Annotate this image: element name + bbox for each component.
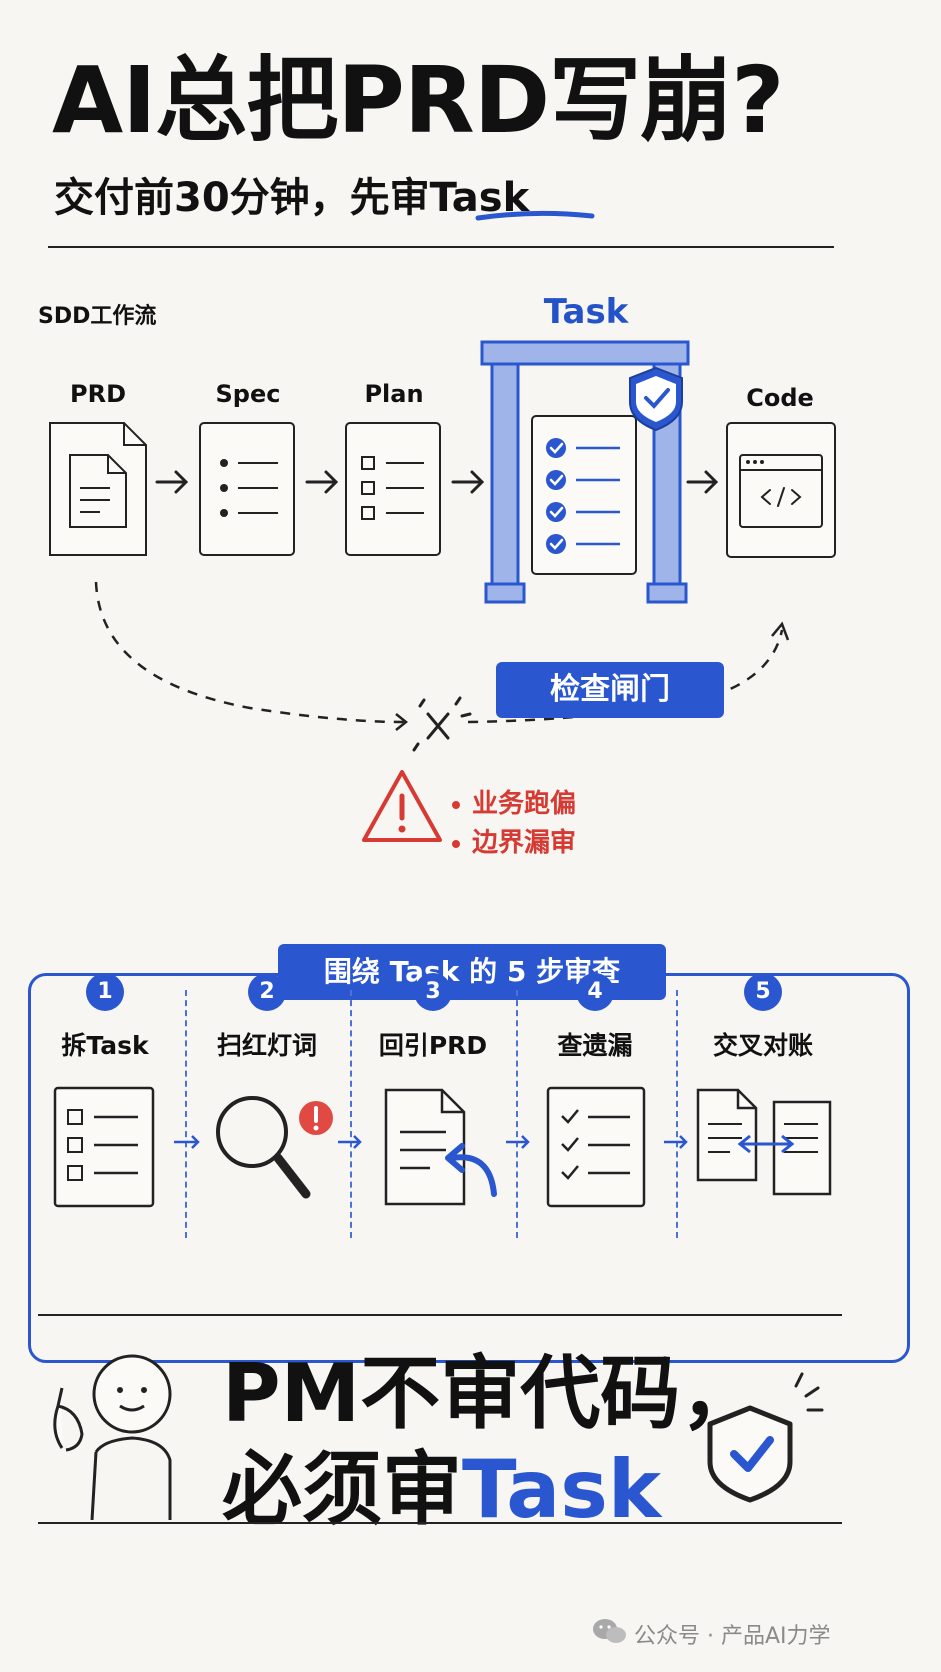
conclusion-line-2: 必须审Task xyxy=(222,1442,661,1538)
page-subtitle: 交付前30分钟，先审Task xyxy=(54,170,529,226)
steps-icons xyxy=(53,1086,832,1208)
step-number-4: 4 xyxy=(576,973,614,1011)
code-window-icon xyxy=(726,422,836,558)
page-title: AI总把PRD写崩? xyxy=(52,47,784,154)
plan-checklist-icon xyxy=(345,422,441,556)
magnifier-icon xyxy=(216,1096,311,1199)
shield-check-large-icon xyxy=(707,1372,824,1503)
step-divider xyxy=(185,990,187,1238)
step-number-5: 5 xyxy=(744,973,782,1011)
subtitle-underline xyxy=(475,210,595,221)
conclusion-line-1: PM不审代码， xyxy=(222,1347,761,1440)
subtitle-text: 交付前30分钟，先审 xyxy=(54,175,430,221)
task-gate-frame xyxy=(480,340,690,604)
step-divider xyxy=(516,990,518,1238)
risk-text-1: 业务跑偏 xyxy=(472,789,577,819)
risk-item-1: 业务跑偏 xyxy=(452,783,576,820)
step-arrows xyxy=(174,1135,688,1149)
node-label-plan: Plan xyxy=(364,380,424,408)
wechat-icon xyxy=(593,1619,626,1643)
node-label-prd: PRD xyxy=(70,380,126,408)
cross-check-icon xyxy=(696,1088,832,1196)
arrow-prd-spec xyxy=(155,470,189,494)
task-breakdown-icon xyxy=(53,1086,155,1208)
gate-badge: 检查闸门 xyxy=(496,662,724,718)
risk-text-2: 边界漏审 xyxy=(472,828,577,858)
workflow-diagram xyxy=(49,340,836,842)
step-label-2: 扫红灯词 xyxy=(216,1031,317,1060)
step-divider xyxy=(350,990,352,1238)
footer-attribution: 公众号 · 产品AI力学 xyxy=(634,1624,831,1649)
conclusion-line-2-text: 必须审 xyxy=(222,1443,462,1536)
arrow-spec-plan xyxy=(305,470,339,494)
step-label-5: 交叉对账 xyxy=(712,1031,813,1060)
document-return-icon xyxy=(384,1088,497,1206)
step-label-1: 拆Task xyxy=(61,1031,149,1060)
step-label-4: 查遗漏 xyxy=(557,1031,633,1060)
node-label-task: Task xyxy=(543,292,629,332)
workflow-label: SDD工作流 xyxy=(38,304,157,329)
warning-triangle-icon xyxy=(362,770,442,842)
footer-divider xyxy=(38,1522,842,1524)
step-number-1: 1 xyxy=(86,973,124,1011)
alert-badge-icon xyxy=(299,1101,333,1135)
task-checklist-icon xyxy=(531,415,637,575)
arrow-plan-task xyxy=(451,470,485,494)
step-divider xyxy=(676,990,678,1238)
arrow-task-code xyxy=(686,470,719,494)
bypass-path-left xyxy=(94,581,405,724)
step-number-3: 3 xyxy=(414,973,452,1011)
node-label-code: Code xyxy=(746,384,814,412)
step-number-2: 2 xyxy=(248,973,286,1011)
conclusion-divider xyxy=(38,1314,842,1316)
shield-check-icon xyxy=(629,366,683,432)
step-label-3: 回引PRD xyxy=(378,1031,488,1060)
conclusion-highlight: Task xyxy=(462,1443,662,1536)
risk-item-2: 边界漏审 xyxy=(452,822,576,859)
checklist-icon xyxy=(546,1086,646,1208)
prd-document-icon xyxy=(49,422,147,556)
header-divider xyxy=(48,246,834,248)
blocked-cross-icon xyxy=(412,696,472,752)
spec-document-icon xyxy=(199,422,295,556)
person-pointing-icon xyxy=(53,1354,172,1520)
node-label-spec: Spec xyxy=(215,380,281,408)
